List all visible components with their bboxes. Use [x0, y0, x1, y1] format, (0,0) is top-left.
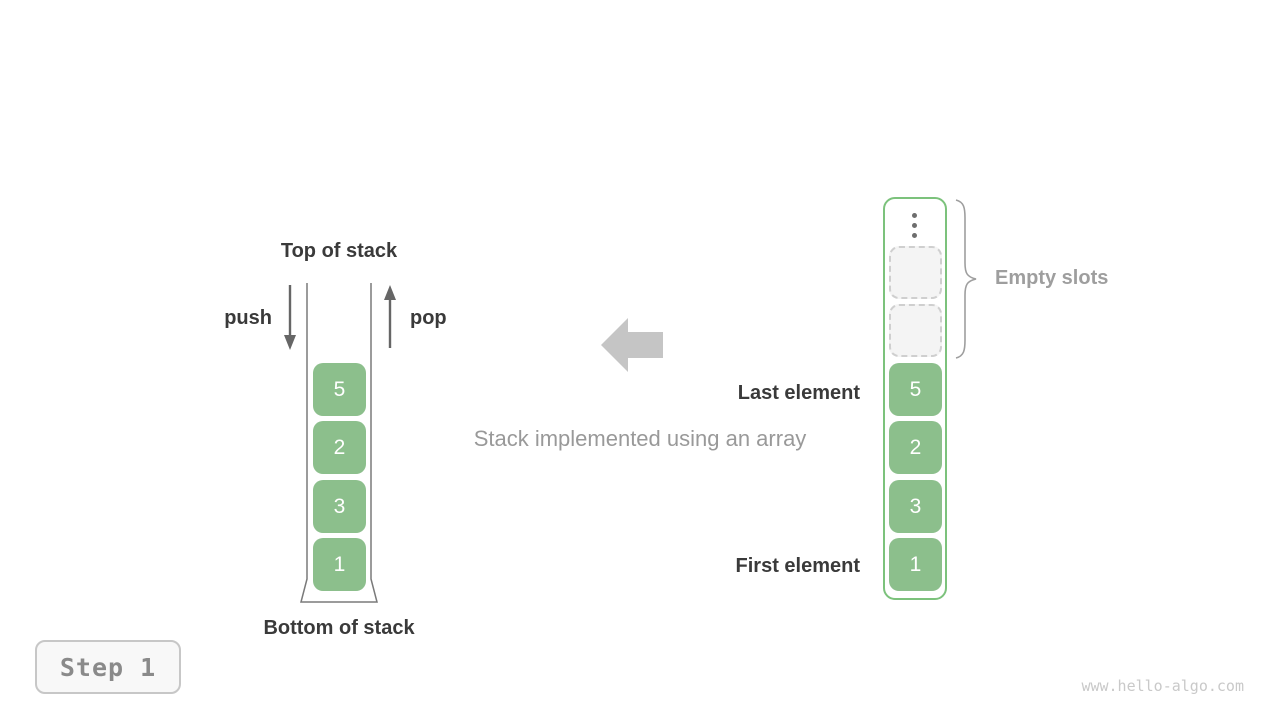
pop-label: pop	[410, 307, 447, 329]
push-down-arrow-icon	[284, 285, 296, 350]
array-cell: 3	[889, 480, 942, 533]
empty-slot	[889, 246, 942, 299]
array-cell: 5	[889, 363, 942, 416]
stack-container-outline	[300, 283, 378, 603]
diagram-caption: Stack implemented using an array	[473, 426, 807, 451]
push-label: push	[224, 307, 272, 329]
pop-up-arrow-icon	[384, 285, 396, 348]
step-badge: Step 1	[35, 640, 181, 694]
ellipsis-dot-icon	[912, 233, 917, 238]
stack-cell: 5	[313, 363, 366, 416]
bottom-of-stack-label: Bottom of stack	[263, 617, 415, 639]
watermark: www.hello-algo.com	[1081, 677, 1244, 695]
top-of-stack-label: Top of stack	[280, 240, 398, 262]
array-cell: 2	[889, 421, 942, 474]
last-element-label: Last element	[737, 382, 860, 404]
ellipsis-dot-icon	[912, 213, 917, 218]
left-arrow-icon	[601, 318, 663, 372]
stack-cell: 2	[313, 421, 366, 474]
array-container: 5 2 3 1	[883, 197, 947, 600]
array-cell: 1	[889, 538, 942, 591]
ellipsis-dot-icon	[912, 223, 917, 228]
first-element-label: First element	[735, 555, 860, 577]
stack-cell: 3	[313, 480, 366, 533]
empty-slots-label: Empty slots	[995, 267, 1109, 289]
stack-cell: 1	[313, 538, 366, 591]
empty-slot	[889, 304, 942, 357]
curly-brace-icon	[955, 199, 977, 359]
